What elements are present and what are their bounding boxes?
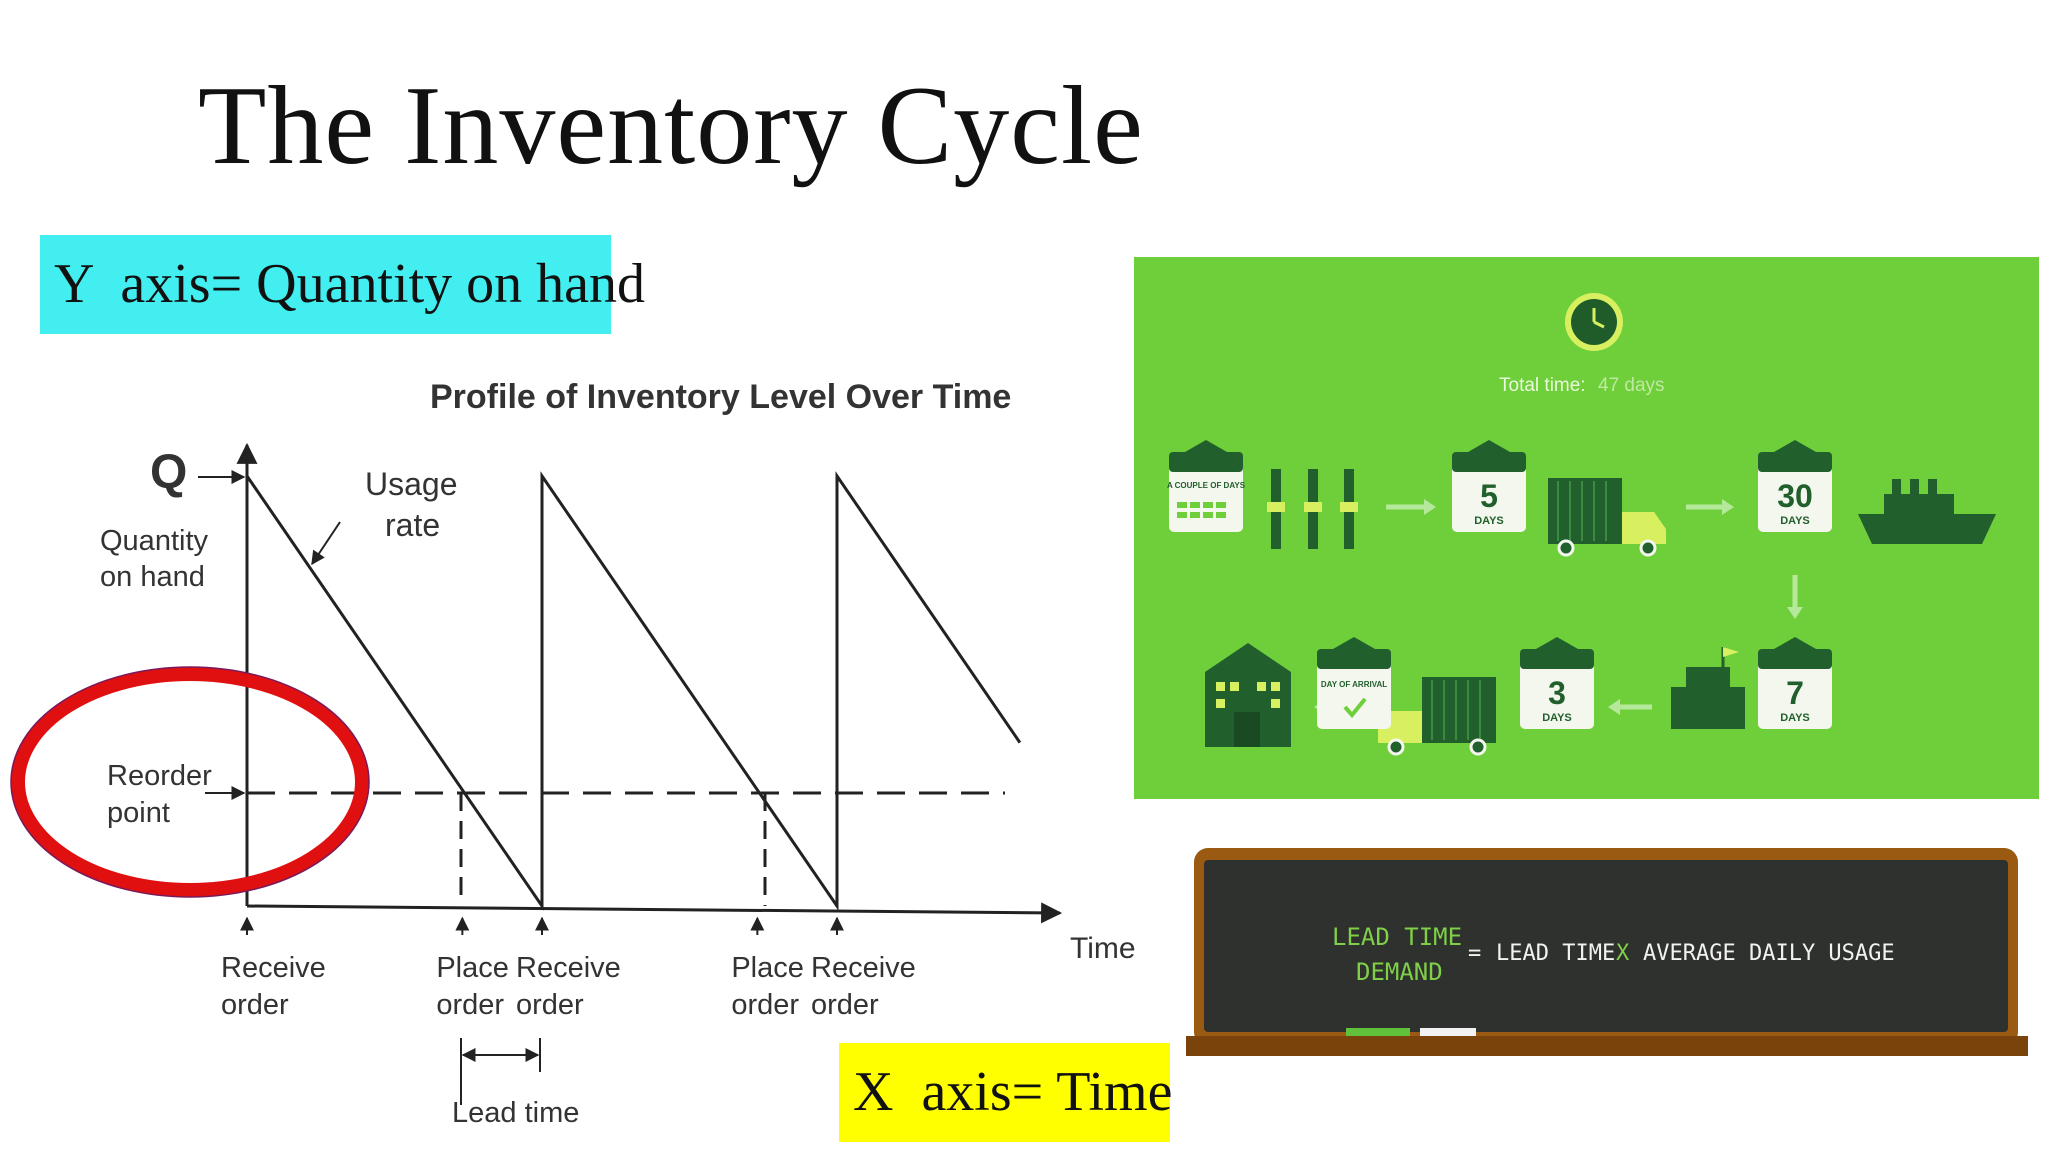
calendar-icon-7-days: 7 DAYS xyxy=(1758,637,1832,729)
check-icon xyxy=(1343,697,1367,719)
step-unit-5: DAYS xyxy=(1542,712,1572,724)
calendar-icon-6: DAY OF ARRIVAL xyxy=(1317,637,1391,729)
calendar-icon-couple-days: A COUPLE OF DAYS xyxy=(1167,440,1246,532)
inventory-level-line xyxy=(245,471,1022,911)
formula-term2: AVERAGE DAILY USAGE xyxy=(1643,941,1895,966)
step-value-5: 3 xyxy=(1548,675,1566,711)
step-unit-3: DAYS xyxy=(1780,515,1810,527)
port-icon xyxy=(1671,647,1745,729)
reorder-highlight-circle-rim xyxy=(10,666,370,898)
chart-title: Profile of Inventory Level Over Time xyxy=(430,378,1011,416)
y-axis-note: Y axis= Quantity on hand xyxy=(40,235,645,334)
step-unit-6: DAY OF ARRIVAL xyxy=(1321,680,1387,689)
x-axis-note: X axis= Time xyxy=(839,1043,1172,1142)
reorder-highlight-circle xyxy=(11,667,369,897)
ship-icon xyxy=(1858,479,1996,544)
step-value-2: 5 xyxy=(1480,478,1498,514)
formula-times: X xyxy=(1616,941,1630,966)
total-time-value: 47 days xyxy=(1598,375,1665,396)
formula-equals: = xyxy=(1468,941,1481,966)
clock-icon xyxy=(1565,293,1623,351)
x-axis-label: Time xyxy=(1070,932,1136,965)
total-time-label: Total time: xyxy=(1499,375,1586,396)
formula-term1: LEAD TIME xyxy=(1496,941,1615,966)
formula-left-line2: DEMAND xyxy=(1356,958,1443,986)
calendar-icon-3-days: 3 DAYS xyxy=(1520,637,1594,729)
calendar-icon-30-days: 30 DAYS xyxy=(1758,440,1832,532)
step-value-3: 30 xyxy=(1777,478,1813,514)
step-unit-2: DAYS xyxy=(1474,515,1504,527)
truck-icon-1 xyxy=(1548,478,1666,557)
formula-chalkboard: LEAD TIME DEMAND = LEAD TIME X AVERAGE D… xyxy=(1186,848,2028,1058)
inventory-profile-chart: Profile of Inventory Level Over Time Q Q… xyxy=(10,378,1136,1129)
x-axis xyxy=(246,902,1063,924)
formula-left-line1: LEAD TIME xyxy=(1332,923,1462,951)
lead-time-graphic: Total time: 47 days A COUPLE OF DAYS 5 D… xyxy=(1134,257,2039,799)
q-label: Q xyxy=(150,446,187,499)
step-unit-4: DAYS xyxy=(1780,712,1810,724)
lead-time-label: Lead time xyxy=(452,1097,579,1129)
truck-icon-2 xyxy=(1378,677,1496,756)
calendar-icon-5-days: 5 DAYS xyxy=(1452,440,1526,532)
slide-title: The Inventory Cycle xyxy=(198,64,1144,188)
warehouse-icon xyxy=(1205,643,1291,747)
step-unit-1: A COUPLE OF DAYS xyxy=(1167,481,1246,490)
usage-rate-arrow xyxy=(311,521,341,566)
step-value-4: 7 xyxy=(1786,675,1804,711)
factory-icon xyxy=(1267,469,1358,549)
